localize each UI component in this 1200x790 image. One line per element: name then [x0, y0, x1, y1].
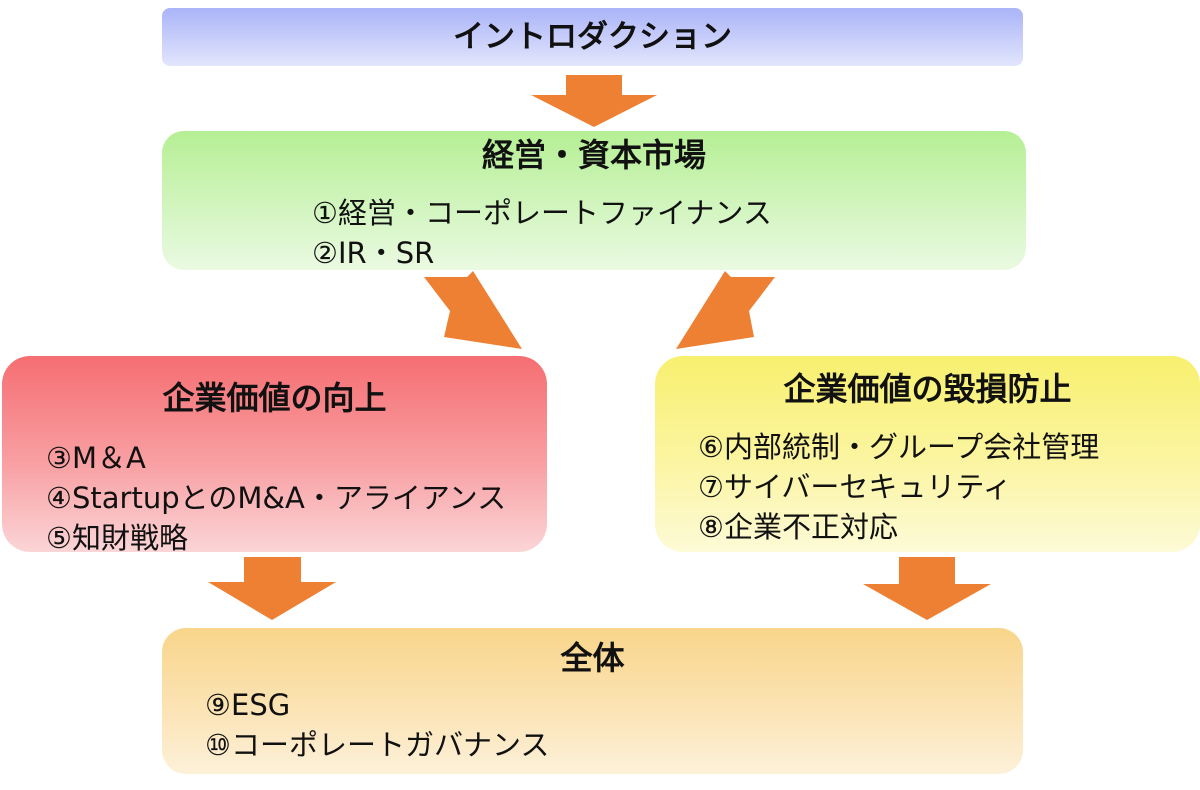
arrow-down-icon [208, 557, 336, 620]
overall-list: ⑨ESG ⑩コーポレートガバナンス [205, 685, 549, 765]
value-improvement-title: 企業価値の向上 [162, 379, 387, 417]
capital-market-title: 経営・資本市場 [481, 136, 706, 174]
intro-title: イントロダクション [453, 19, 732, 55]
capital-market-box: 経営・資本市場 ①経営・コーポレートファイナンス ②IR・SR [162, 131, 1026, 270]
overall-box: 全体 ⑨ESG ⑩コーポレートガバナンス [162, 628, 1023, 774]
list-item: ⑤知財戦略 [46, 521, 188, 555]
list-item: ③M＆A [46, 441, 146, 475]
list-item: ⑩コーポレートガバナンス [205, 728, 550, 762]
capital-market-list: ①経営・コーポレートファイナンス ②IR・SR [312, 193, 772, 273]
value-improvement-box: 企業価値の向上 ③M＆A ④StartupとのM&A・アライアンス ⑤知財戦略 [2, 356, 547, 555]
value-protection-box: 企業価値の毀損防止 ⑥内部統制・グループ会社管理 ⑦サイバーセキュリティ ⑧企業… [655, 356, 1200, 552]
value-improvement-list: ③M＆A ④StartupとのM&A・アライアンス ⑤知財戦略 [46, 438, 506, 558]
value-protection-title: 企業価値の毀損防止 [783, 370, 1072, 408]
arrow-down-left-icon [424, 271, 522, 349]
list-item: ⑧企業不正対応 [698, 510, 898, 544]
list-item: ⑥内部統制・グループ会社管理 [698, 430, 1100, 464]
list-item: ⑨ESG [205, 688, 291, 722]
intro-box: イントロダクション [162, 8, 1023, 66]
arrow-down-icon [863, 557, 991, 620]
list-item: ①経営・コーポレートファイナンス [312, 196, 772, 230]
arrow-down-right-icon [676, 271, 775, 349]
overall-title: 全体 [560, 639, 625, 677]
arrow-down-icon [531, 75, 657, 127]
list-item: ④StartupとのM&A・アライアンス [46, 481, 507, 515]
value-protection-list: ⑥内部統制・グループ会社管理 ⑦サイバーセキュリティ ⑧企業不正対応 [698, 427, 1099, 547]
list-item: ⑦サイバーセキュリティ [698, 470, 1012, 504]
list-item: ②IR・SR [312, 236, 435, 270]
